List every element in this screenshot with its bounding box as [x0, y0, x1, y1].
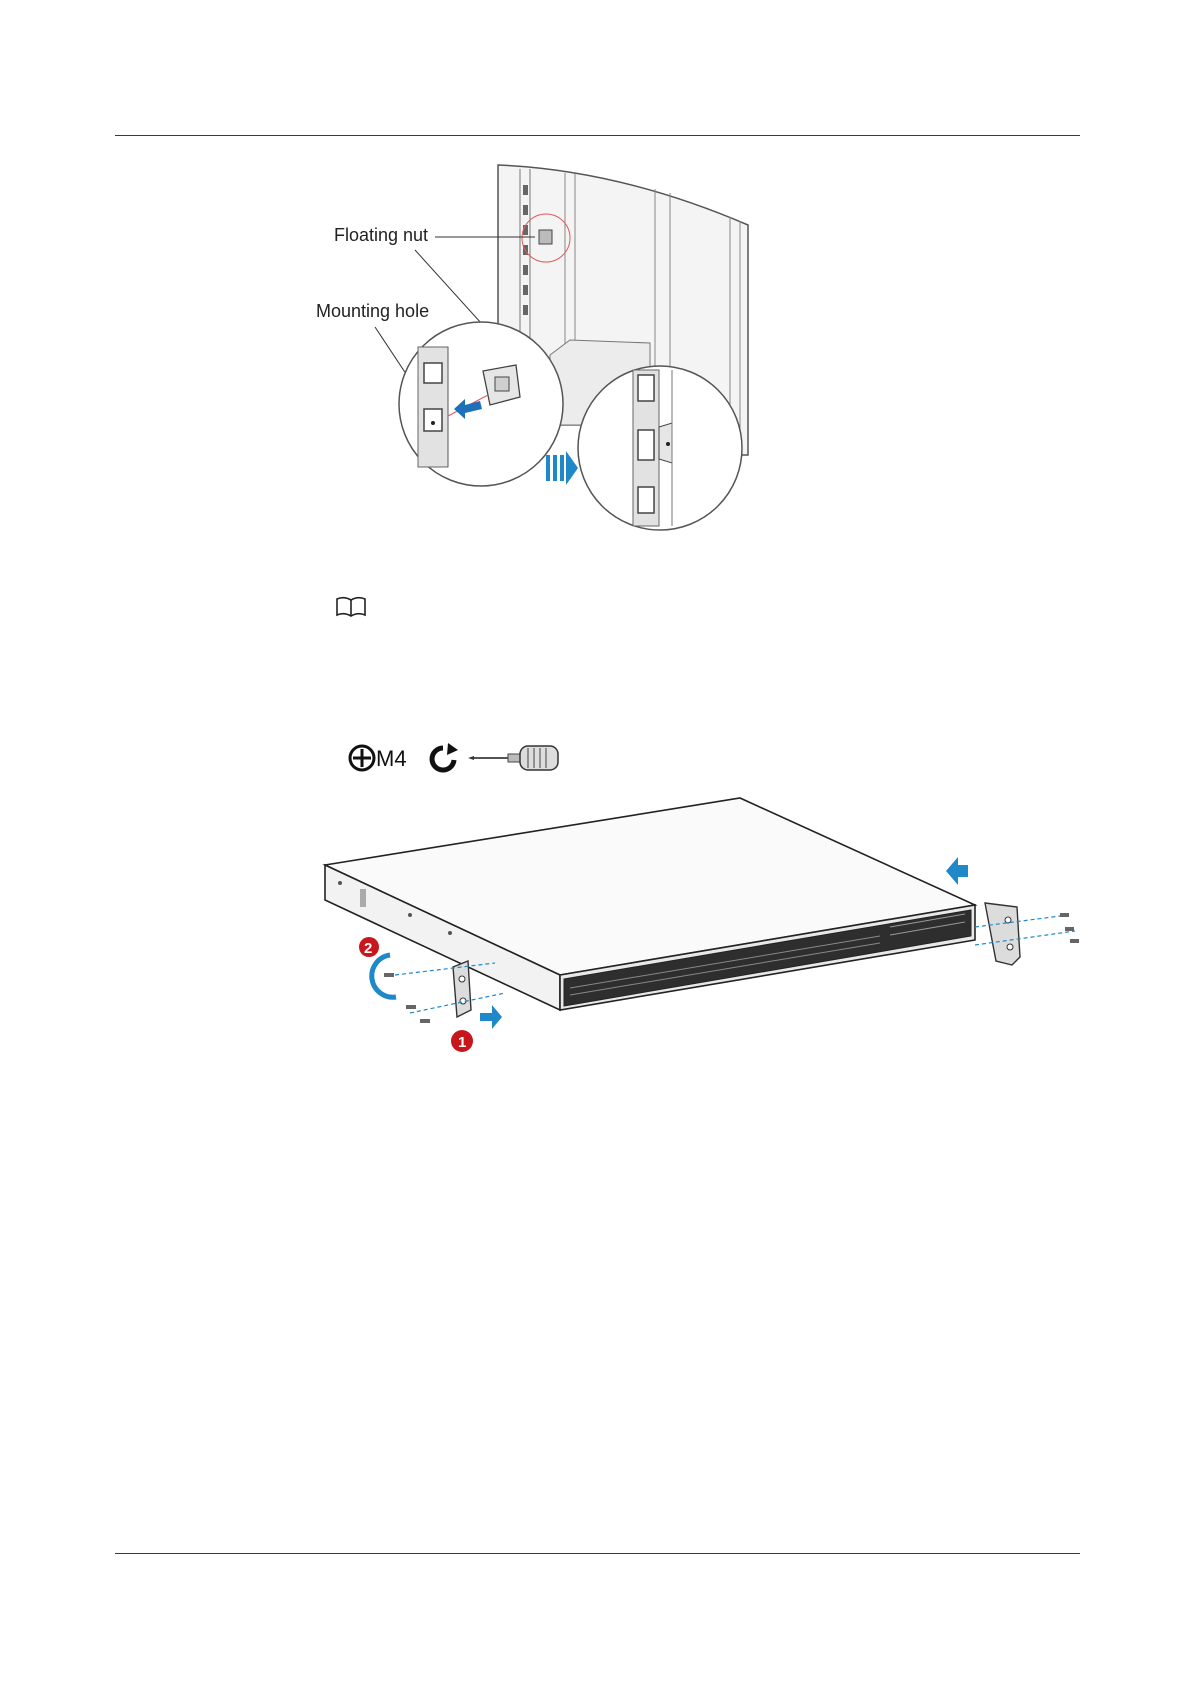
- step-2-badge: 2: [359, 937, 379, 957]
- mounting-hole-label: Mounting hole: [316, 301, 429, 321]
- floating-nut-figure: Floating nut Mounting hole: [320, 165, 820, 575]
- svg-text:2: 2: [364, 940, 372, 957]
- step-1-badge: 1: [451, 1030, 473, 1052]
- header-rule: [115, 135, 1080, 136]
- bracket-installation-figure: 2 1: [320, 735, 1080, 1065]
- floating-nut-label: Floating nut: [334, 225, 428, 245]
- footer-rule: [115, 1553, 1080, 1554]
- right-bracket: [985, 903, 1020, 965]
- push-arrow-icon: [480, 1005, 502, 1029]
- direction-arrow: [546, 451, 578, 485]
- zoom-circle-left: [399, 322, 563, 486]
- left-bracket: [453, 961, 471, 1017]
- push-arrow-right-icon: [946, 857, 968, 885]
- note-book-icon: [335, 596, 367, 618]
- zoom-circle-right: [578, 366, 742, 530]
- switch-chassis: [325, 798, 975, 1010]
- svg-text:1: 1: [458, 1034, 466, 1051]
